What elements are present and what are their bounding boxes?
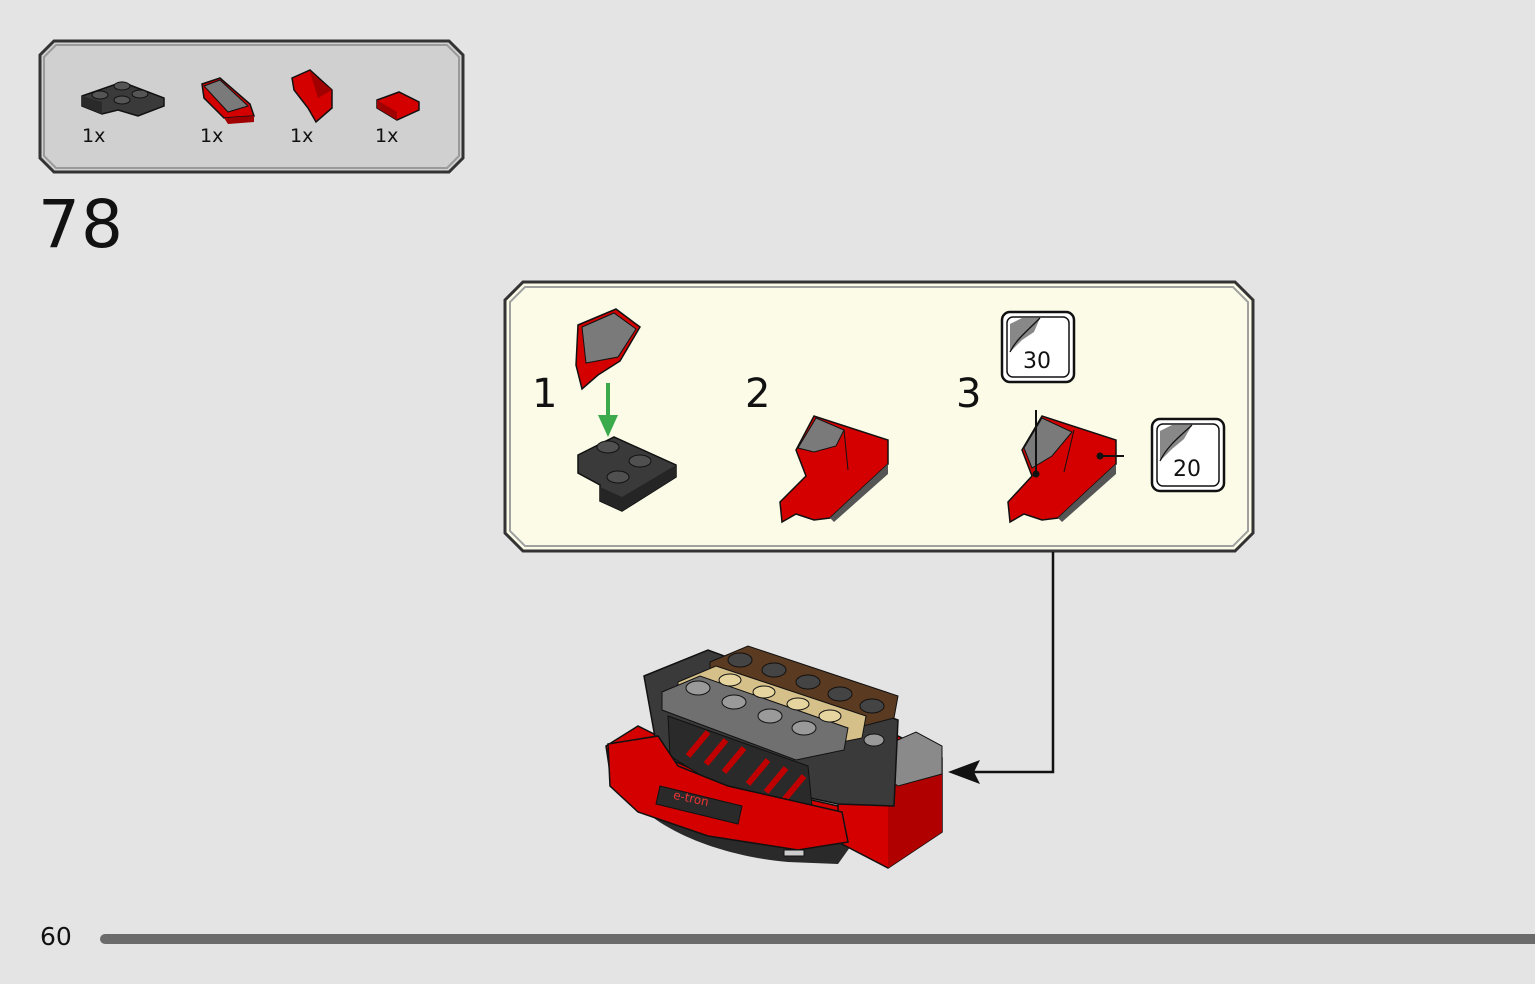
- sticker-callout-20: [1150, 417, 1226, 493]
- placement-arrow: [948, 552, 1055, 784]
- part-qty: 1x: [375, 125, 399, 147]
- sticker-callout-30: [1000, 310, 1076, 384]
- substep-1-illustration: [575, 308, 677, 512]
- sticker-number: 30: [1023, 349, 1051, 374]
- substep-3-illustration: [1007, 410, 1124, 524]
- page-progress-bar: [100, 934, 1535, 944]
- car-model-illustration: e-tron: [605, 645, 943, 869]
- substep-2-illustration: [779, 415, 889, 524]
- page-number: 60: [40, 922, 72, 951]
- substep-label-2: 2: [745, 371, 771, 417]
- part-wedge-left-icon: [201, 77, 256, 124]
- part-tile-icon: [376, 91, 420, 121]
- part-qty: 1x: [200, 125, 224, 147]
- part-qty: 1x: [290, 125, 314, 147]
- step-number: 78: [38, 186, 124, 263]
- part-l-plate-icon: [81, 81, 165, 117]
- part-wedge-right-icon: [291, 69, 333, 124]
- substep-label-3: 3: [956, 371, 982, 417]
- part-qty: 1x: [82, 125, 106, 147]
- sticker-number: 20: [1173, 457, 1201, 482]
- substep-label-1: 1: [532, 371, 558, 417]
